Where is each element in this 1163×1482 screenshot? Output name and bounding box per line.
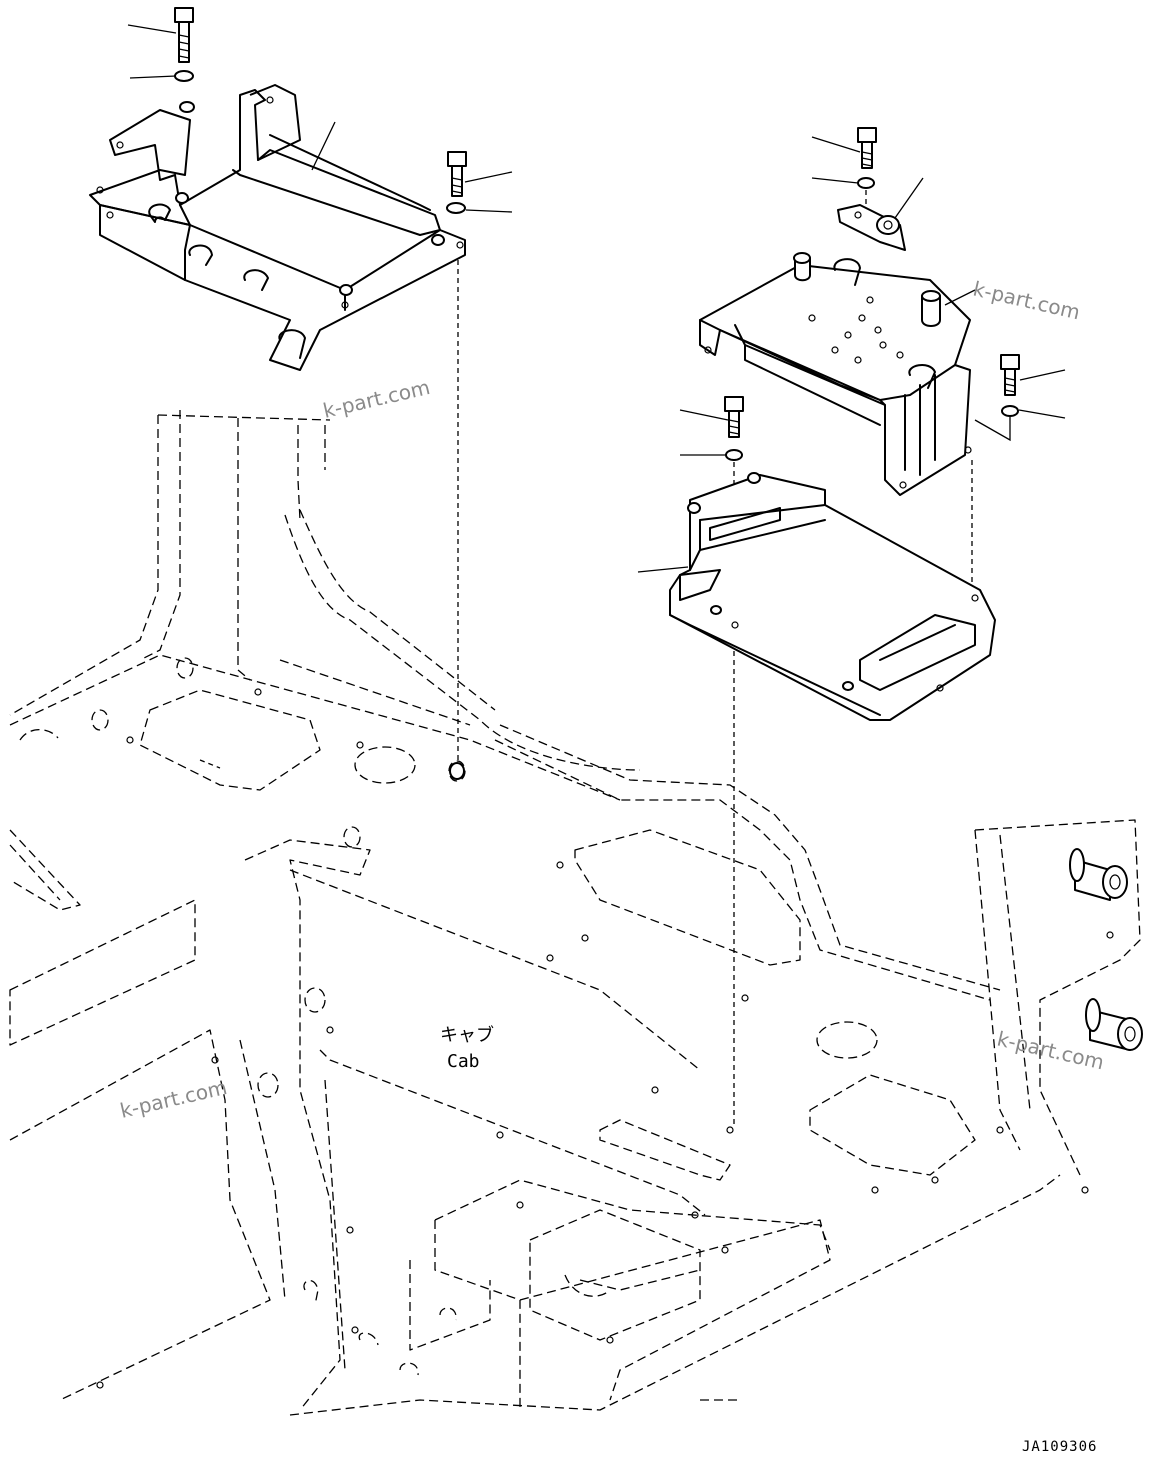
cab-floor-frame	[9, 410, 1143, 1416]
washer-right-top	[857, 177, 875, 189]
cab-label-jp: キャブ	[440, 1024, 494, 1046]
washer-left-mid	[446, 202, 466, 214]
bolt-right-mid	[724, 396, 744, 438]
bolt-right-top	[857, 127, 877, 169]
pin-upper	[1069, 848, 1128, 901]
watermark-1: k-part.com	[321, 375, 432, 423]
clamp-bracket	[837, 204, 906, 251]
cab-label-en: Cab	[447, 1051, 480, 1072]
drawing-code: JA109306	[1022, 1439, 1097, 1455]
washer-right-side	[1001, 405, 1019, 417]
leader-lines	[127, 24, 1066, 573]
washer-right-mid	[725, 449, 743, 461]
washer-left-top	[174, 70, 194, 82]
right-lower-plate	[669, 472, 996, 721]
bolt-right-side	[1000, 354, 1020, 396]
right-upper-bracket	[699, 252, 972, 496]
bolt-left-top	[174, 7, 194, 63]
bolt-left-mid	[447, 151, 467, 197]
left-bracket	[89, 84, 466, 371]
pin-lower	[1085, 998, 1143, 1051]
watermark-2: k-part.com	[971, 276, 1082, 324]
watermark-3: k-part.com	[118, 1075, 229, 1123]
